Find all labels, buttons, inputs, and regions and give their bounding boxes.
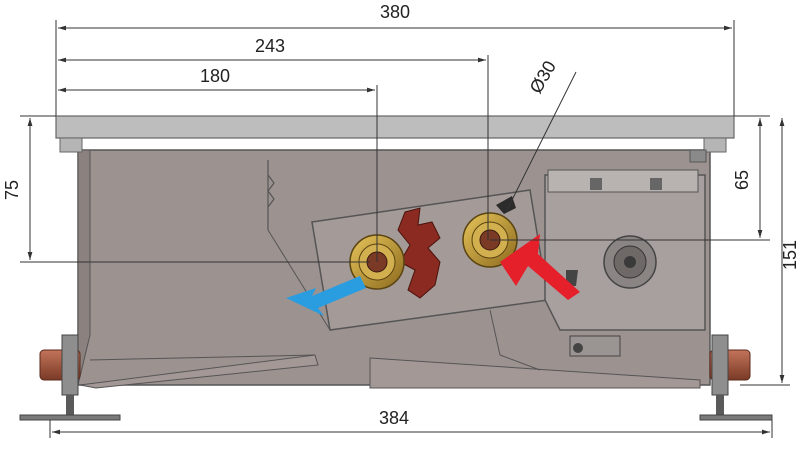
dimension-lines [20,20,790,438]
dim-inlet-offset: 180 [200,66,230,86]
dim-left-height: 75 [2,180,22,200]
dim-overall-width: 380 [380,2,410,22]
dim-total-height: 151 [780,240,800,270]
right-foot [699,334,773,421]
top-grille [55,115,735,153]
pipe-bracket [397,207,441,299]
dim-right-inner-height: 65 [732,170,752,190]
dim-pipe-diameter: Ø30 [526,57,560,96]
dim-base-width: 384 [379,408,409,428]
left-foot [19,334,121,421]
blue-arrow-icon [286,276,366,316]
dim-outlet-offset: 243 [255,36,285,56]
red-arrow-icon [500,234,580,300]
fan-motor-unit [544,149,707,357]
